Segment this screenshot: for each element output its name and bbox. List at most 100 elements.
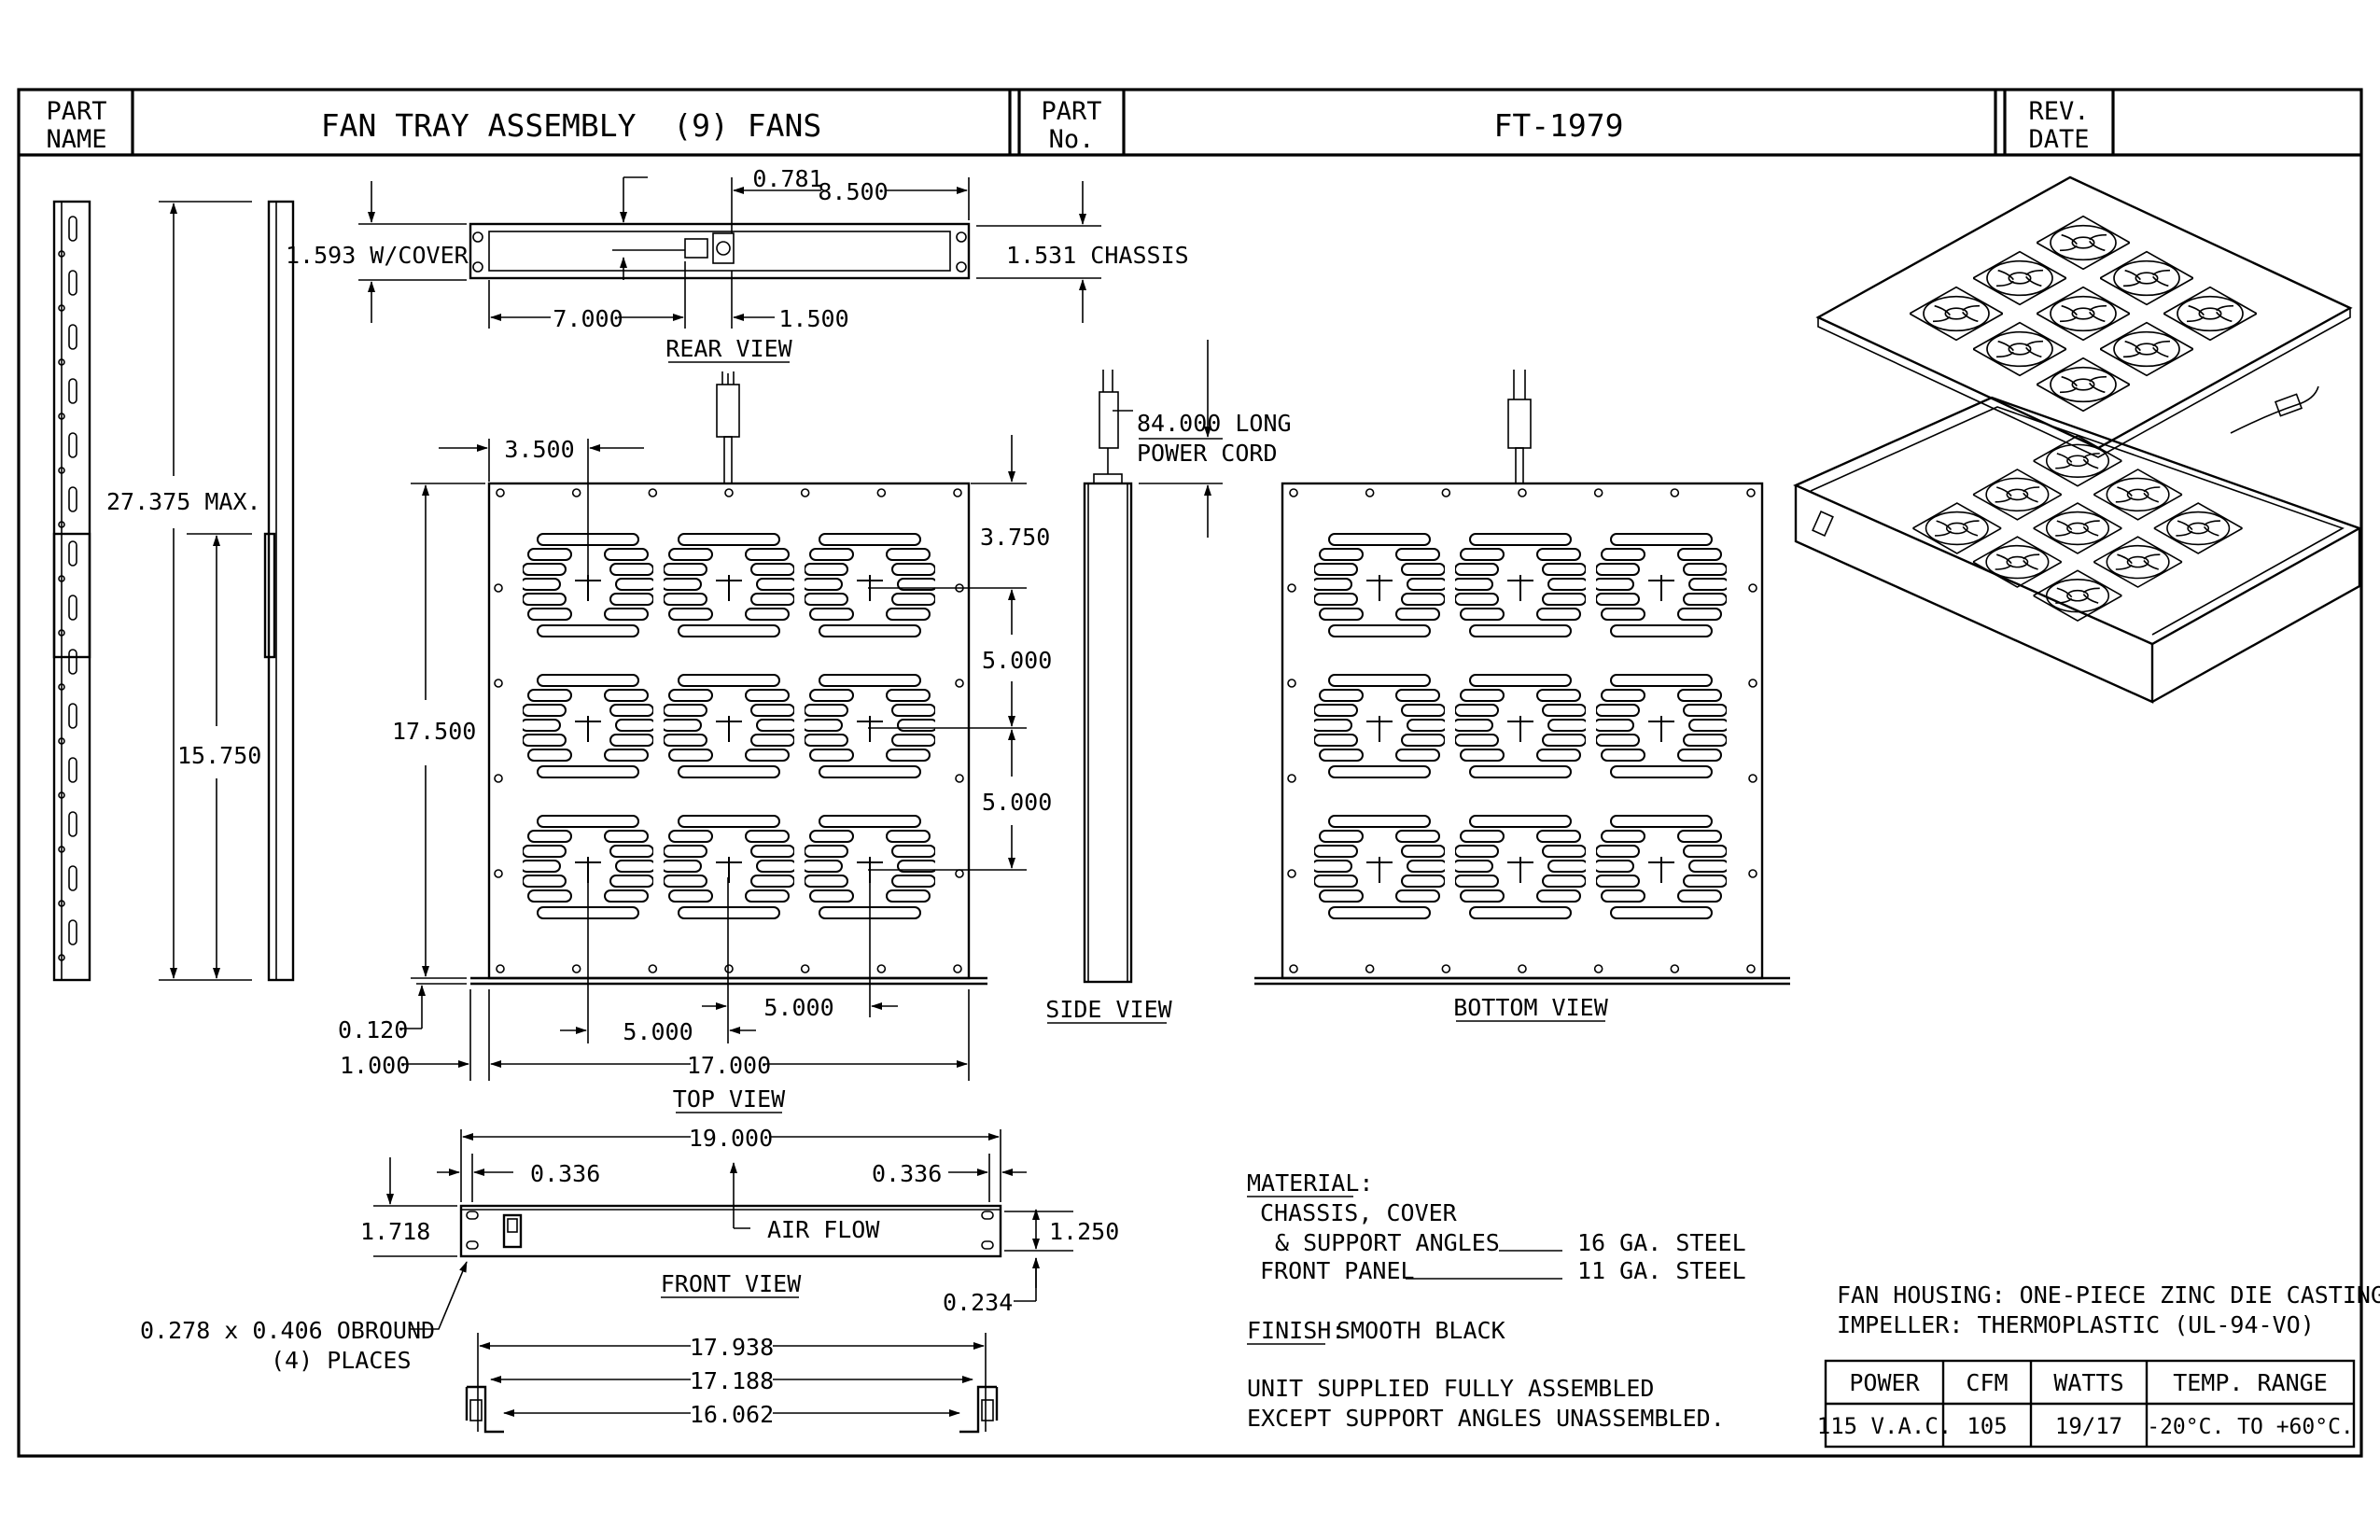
- top-view-mounting-hole: [648, 488, 658, 497]
- isometric-tray-fan: [2093, 536, 2183, 588]
- top-view-mounting-hole: [494, 774, 503, 783]
- dim-1250: 1.250: [1049, 1218, 1119, 1245]
- spec-header-cfm: CFM: [1966, 1369, 2008, 1396]
- front-view-label: FRONT VIEW: [661, 1270, 802, 1297]
- isometric-tray-fan: [2033, 569, 2122, 622]
- top-view-mounting-hole: [494, 583, 503, 593]
- support-slot: [68, 757, 77, 783]
- material-notes: MATERIAL: CHASSIS, COVER & SUPPORT ANGLE…: [1247, 1169, 2380, 1432]
- spec-header-watts: WATTS: [2053, 1369, 2123, 1396]
- isometric-tray-fan: [2093, 469, 2183, 521]
- top-view-fan-grille: [805, 533, 935, 637]
- bottom-view-fan-grille: [1314, 815, 1445, 919]
- support-slot: [68, 865, 77, 891]
- impeller-note: IMPELLER: THERMOPLASTIC (UL-94-VO): [1837, 1311, 2315, 1338]
- bottom-view-mounting-hole: [1441, 488, 1451, 497]
- top-view-mounting-hole: [876, 488, 887, 497]
- dim-5000-b: 5.000: [982, 789, 1052, 816]
- supply-note-line1: UNIT SUPPLIED FULLY ASSEMBLED: [1247, 1375, 1655, 1402]
- dim-19000: 19.000: [689, 1125, 773, 1152]
- dim-17000: 17.000: [687, 1052, 771, 1079]
- support-hole: [58, 413, 65, 420]
- dim-1500: 1.500: [778, 305, 848, 332]
- isometric-view: [1793, 175, 2362, 704]
- spec-table: POWER CFM WATTS TEMP. RANGE 115 V.A.C. 1…: [1817, 1359, 2356, 1449]
- support-hole: [58, 629, 65, 637]
- support-slot: [68, 216, 77, 242]
- material-line2-value: 16 GA. STEEL: [1577, 1229, 1746, 1256]
- part-name-label-line2: NAME: [46, 125, 106, 154]
- bottom-view-fan-grille: [1455, 674, 1586, 778]
- top-view: 3.500 3.750 5.000 5.000 17.500 0.120 1.0…: [338, 371, 1052, 1113]
- material-line3-value: 11 GA. STEEL: [1577, 1257, 1746, 1284]
- support-slot: [68, 270, 77, 296]
- dim-0120: 0.120: [338, 1016, 408, 1043]
- part-no-label-line1: PART: [1041, 97, 1101, 126]
- support-angle-spacing-view: 17.938 17.188 16.062: [465, 1333, 999, 1434]
- support-slot: [68, 919, 77, 945]
- bottom-view-fan-grille: [1314, 674, 1445, 778]
- bottom-view-mounting-hole: [1365, 964, 1375, 973]
- top-view-mounting-hole: [571, 964, 581, 973]
- bottom-view-mounting-hole: [1287, 869, 1296, 878]
- material-line1: CHASSIS, COVER: [1260, 1199, 1458, 1226]
- spec-value-power: 115 V.A.C.: [1817, 1413, 1953, 1439]
- air-flow-label: AIR FLOW: [767, 1216, 880, 1243]
- rear-view-label: REAR VIEW: [665, 335, 792, 362]
- bottom-view-mounting-hole: [1287, 583, 1296, 593]
- dim-17500: 17.500: [392, 718, 476, 745]
- isometric-cover-grille: [2037, 286, 2130, 342]
- side-view: 84.000 LONG POWER CORD SIDE VIEW: [1045, 340, 1292, 1024]
- isometric-cover-grille: [2163, 286, 2257, 342]
- dim-17938: 17.938: [690, 1334, 774, 1361]
- dim-15750: 15.750: [177, 742, 261, 769]
- bottom-view-fan-grille: [1455, 815, 1586, 919]
- top-view-mounting-hole: [955, 679, 964, 688]
- bottom-view-mounting-hole: [1593, 964, 1603, 973]
- support-hole: [58, 900, 65, 907]
- bottom-view-mounting-hole: [1748, 583, 1757, 593]
- isometric-cover-grille: [1973, 321, 2066, 377]
- support-hole: [58, 575, 65, 582]
- bottom-view-fan-grille: [1314, 533, 1445, 637]
- isometric-tray-fan: [1972, 469, 2062, 521]
- support-slot: [68, 378, 77, 404]
- support-slot: [68, 703, 77, 729]
- top-view-mounting-hole: [494, 869, 503, 878]
- bottom-view-fan-grille: [1596, 815, 1727, 919]
- spec-value-watts: 19/17: [2055, 1413, 2122, 1439]
- top-view-fan-grille: [664, 815, 794, 919]
- cord-length-line1: 84.000 LONG: [1137, 410, 1292, 437]
- support-hole: [58, 304, 65, 312]
- title-block: PART NAME FAN TRAY ASSEMBLY (9) FANS PAR…: [17, 88, 2363, 1458]
- support-slot: [68, 540, 77, 567]
- material-line3: FRONT PANEL: [1260, 1257, 1415, 1284]
- bottom-view-mounting-hole: [1748, 869, 1757, 878]
- top-view-mounting-hole: [571, 488, 581, 497]
- support-hole: [58, 846, 65, 853]
- part-no-label-line2: No.: [1049, 125, 1095, 154]
- isometric-cover-grille: [2037, 215, 2130, 271]
- support-slot: [68, 649, 77, 675]
- dim-8500: 8.500: [818, 178, 888, 205]
- rear-view: 0.781 8.500 1.593 W/COVER 1.531 CHASSIS …: [286, 165, 1189, 363]
- front-view: 19.000 0.336 0.336 1.718 AIR FLOW 1.250 …: [140, 1125, 1119, 1374]
- top-view-label: TOP VIEW: [673, 1085, 786, 1113]
- rev-label: REV.: [2028, 97, 2089, 126]
- bottom-view-label: BOTTOM VIEW: [1453, 994, 1609, 1021]
- top-view-mounting-hole: [953, 488, 962, 497]
- isometric-cover-grille: [2100, 250, 2193, 306]
- bottom-view-fan-grille: [1596, 674, 1727, 778]
- support-angle-short: [52, 200, 295, 982]
- support-slot: [68, 811, 77, 837]
- isometric-cover-grille: [2100, 321, 2193, 377]
- support-hole: [58, 358, 65, 366]
- support-hole: [58, 683, 65, 691]
- dim-0336-right: 0.336: [872, 1160, 942, 1187]
- part-name-label-line1: PART: [46, 97, 106, 126]
- side-view-label: SIDE VIEW: [1045, 996, 1172, 1023]
- dim-0781: 0.781: [752, 165, 822, 192]
- top-view-fan-grille: [523, 674, 653, 778]
- dim-5000-d: 5.000: [763, 994, 833, 1021]
- top-view-mounting-hole: [496, 488, 505, 497]
